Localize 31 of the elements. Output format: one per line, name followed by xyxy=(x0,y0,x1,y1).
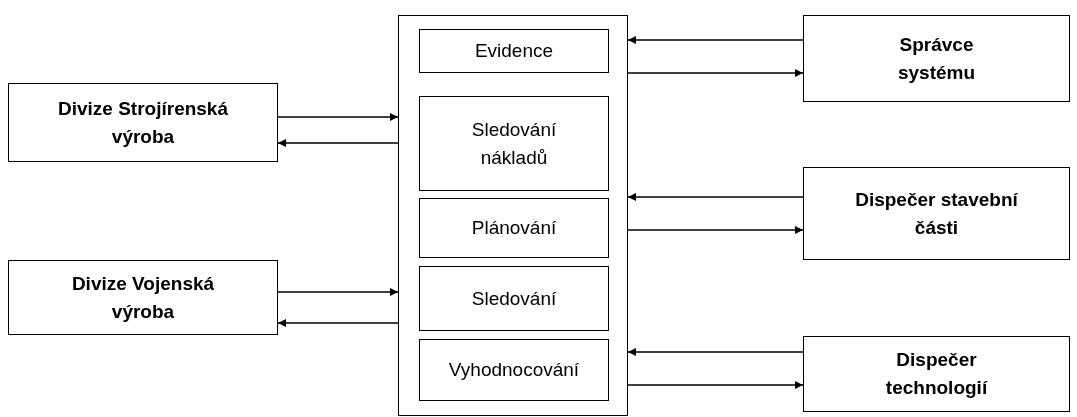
arrow xyxy=(627,381,804,389)
box-label: Správce systému xyxy=(896,32,977,85)
box-label: Divize Vojenská výroba xyxy=(70,271,216,324)
process-box xyxy=(803,167,1070,260)
process-box xyxy=(8,83,278,162)
arrow xyxy=(277,288,399,296)
process-box xyxy=(419,339,609,401)
arrow xyxy=(627,348,804,356)
arrow xyxy=(627,36,804,44)
process-box xyxy=(803,336,1070,412)
process-box xyxy=(803,15,1070,102)
arrow xyxy=(627,226,804,234)
arrow xyxy=(277,113,399,121)
arrow xyxy=(627,69,804,77)
process-box xyxy=(419,96,609,191)
box-label: Sledování nákladů xyxy=(470,117,558,170)
box-label: Dispečer stavební části xyxy=(854,187,1019,240)
box-label: Evidence xyxy=(473,39,555,64)
process-box xyxy=(419,266,609,331)
arrow xyxy=(627,193,804,201)
box-label: Sledování xyxy=(470,286,558,311)
box-label: Vyhodnocování xyxy=(447,358,581,383)
arrow xyxy=(277,319,399,327)
arrow xyxy=(277,139,399,147)
box-label: Plánování xyxy=(470,216,558,241)
process-box xyxy=(8,260,278,335)
box-label: Divize Strojírenská výroba xyxy=(57,96,229,149)
process-box xyxy=(419,198,609,258)
box-label: Dispečer technologií xyxy=(884,348,989,400)
process-box xyxy=(419,29,609,73)
container-box xyxy=(398,15,628,416)
